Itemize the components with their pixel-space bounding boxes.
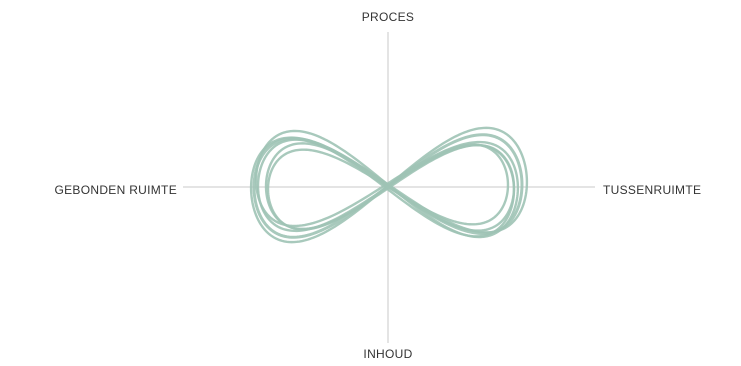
label-gebonden-ruimte: GEBONDEN RUIMTE [54,183,177,197]
label-tussenruimte: TUSSENRUIMTE [603,183,701,197]
label-inhoud: INHOUD [363,347,412,361]
infinity-stroke [256,131,518,237]
infinity-icon [251,128,527,242]
label-proces: PROCES [362,10,414,24]
